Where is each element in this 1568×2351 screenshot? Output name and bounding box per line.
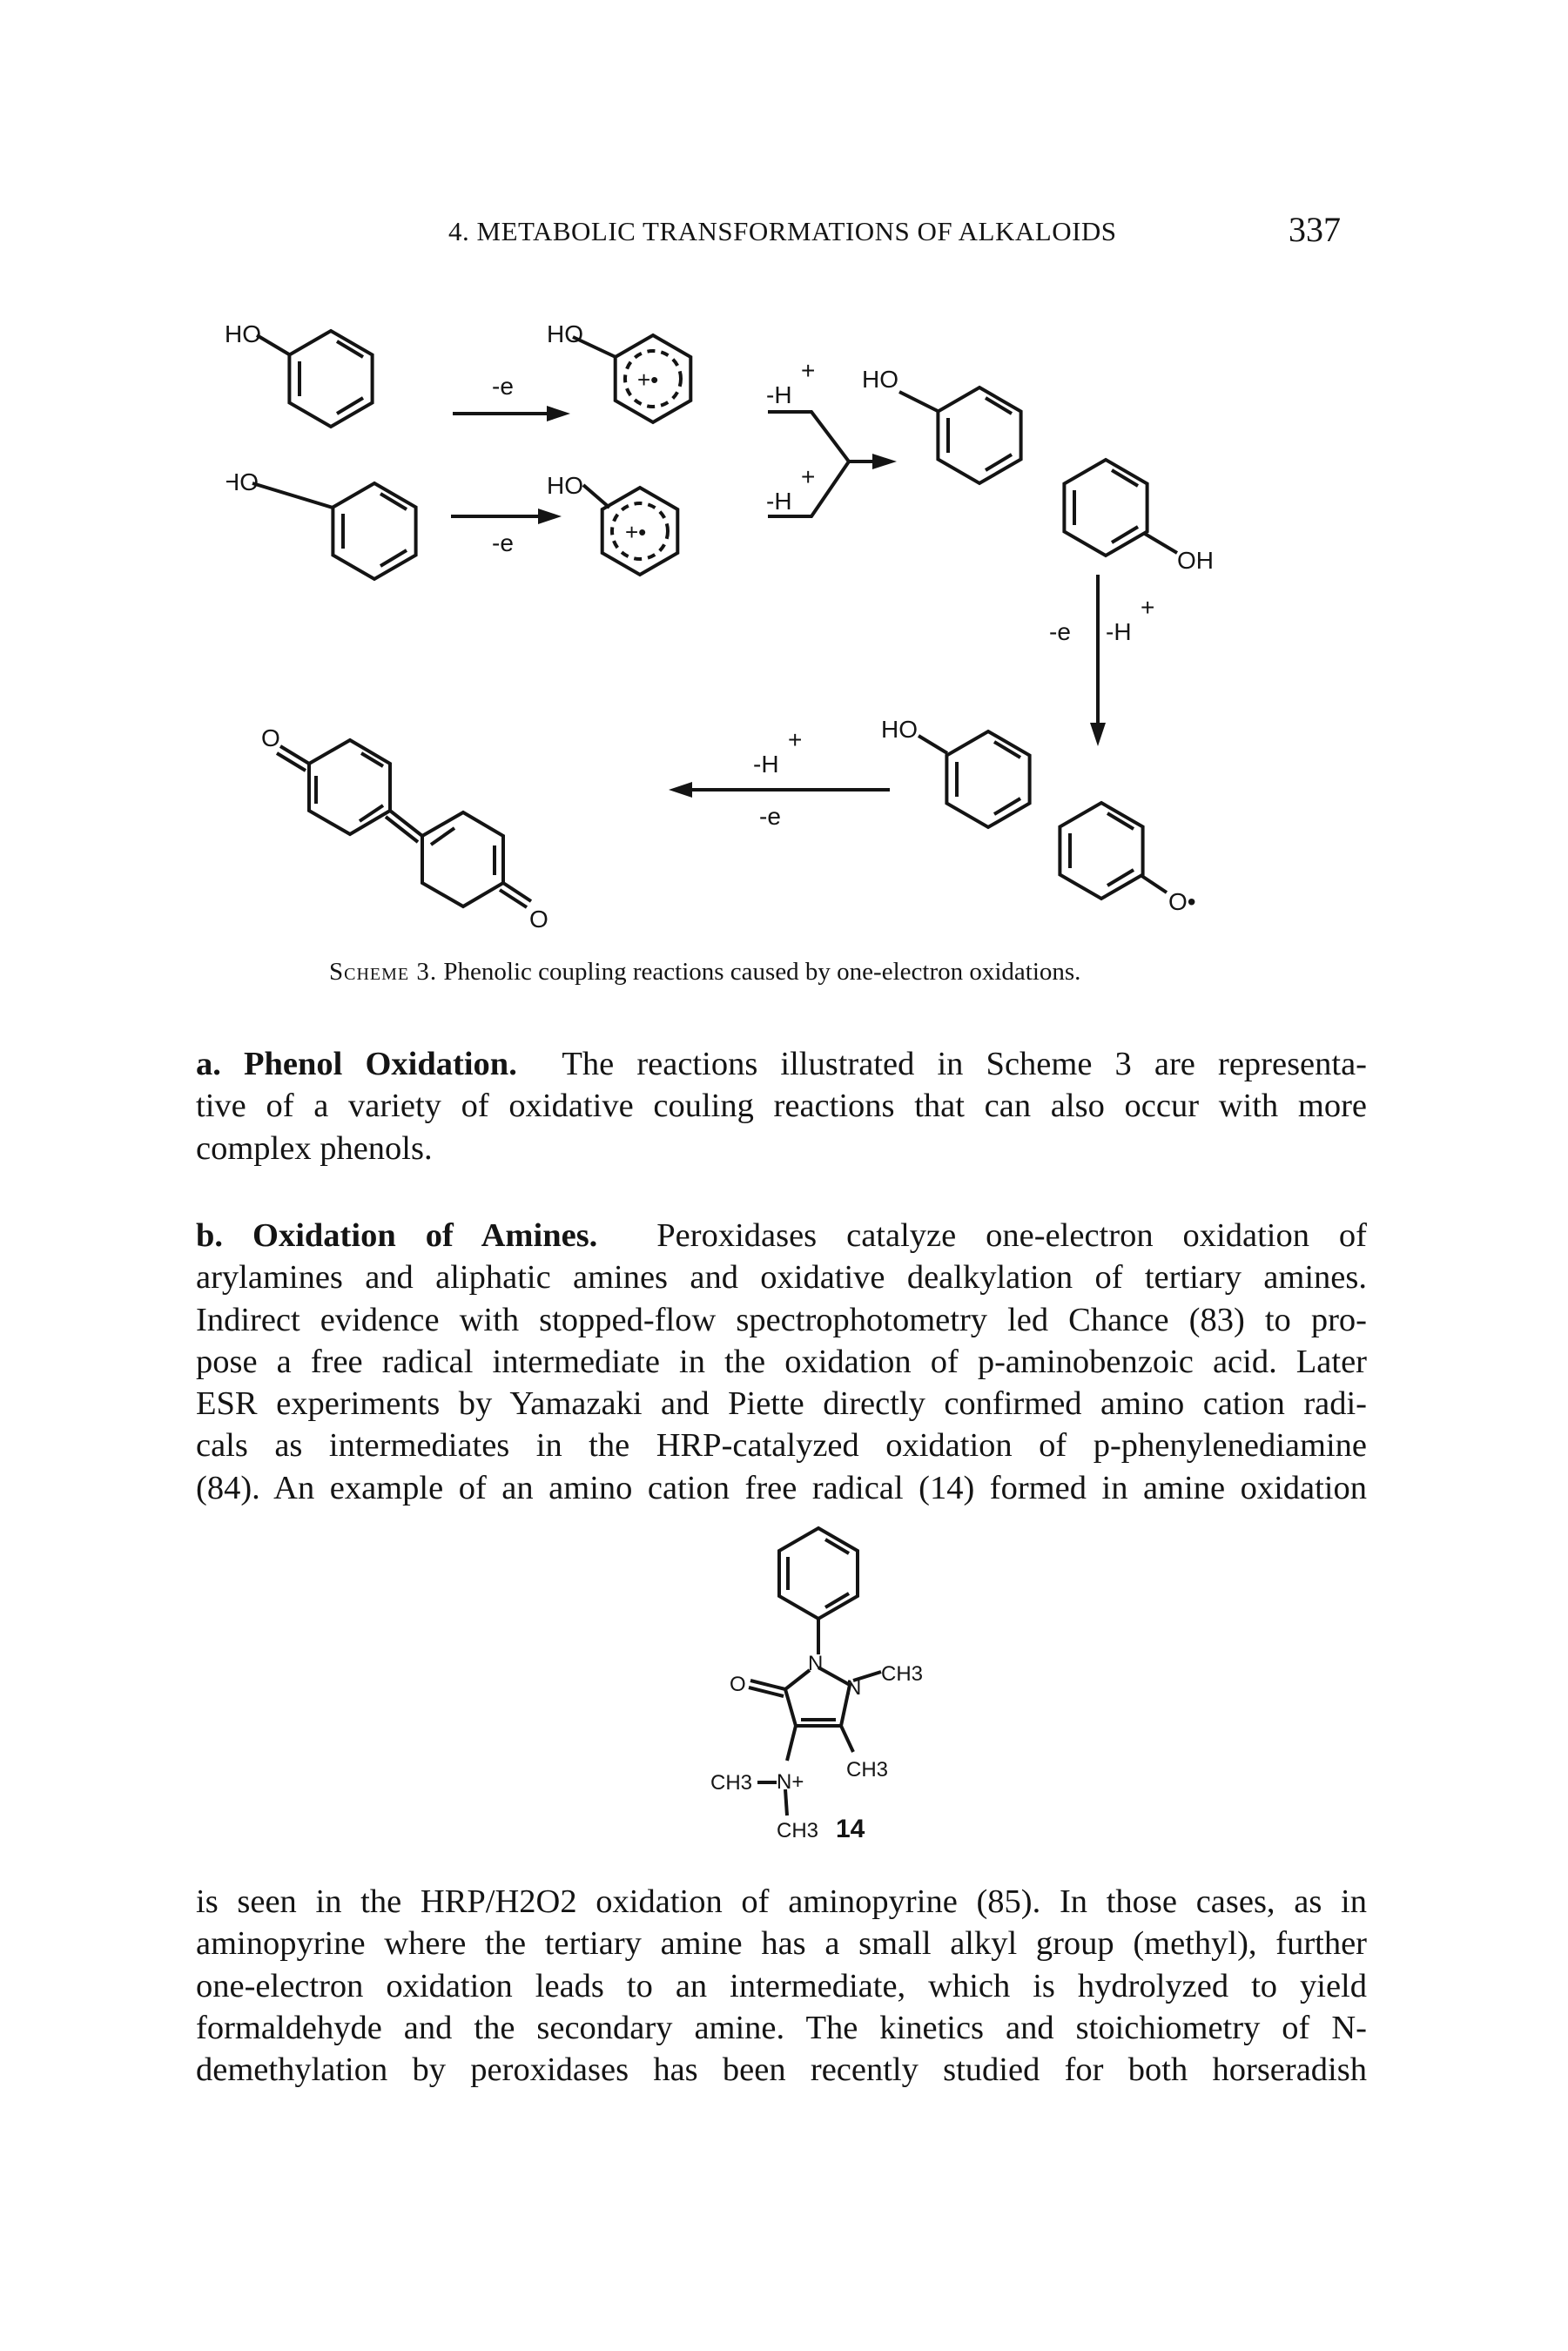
text-line: cals as intermediates in the HRP-catalyz… xyxy=(196,1427,1367,1465)
label-o: O xyxy=(261,724,280,751)
label-o: O xyxy=(730,1673,746,1696)
label-minus-h: -H xyxy=(1106,618,1132,645)
section-heading: a. Phenol Oxidation. xyxy=(196,1046,517,1082)
label-n: N xyxy=(846,1676,861,1700)
label-minus-e: -e xyxy=(492,529,514,556)
diphenoquinone xyxy=(275,738,533,909)
text-line: tive of a variety of oxidative couling r… xyxy=(196,1088,1367,1125)
text-line: (84). An example of an amino cation free… xyxy=(196,1469,1367,1506)
text-line: one-electron oxidation leads to an inter… xyxy=(196,1967,1367,2004)
label-o-radical: O• xyxy=(1168,888,1196,915)
page-number: 337 xyxy=(1289,210,1341,249)
label-radical-cation: +• xyxy=(625,519,646,545)
arrow-right xyxy=(451,509,562,524)
biphenol xyxy=(898,386,1179,557)
scheme-3-figure: HO -e HO +• HO -e HO + xyxy=(226,320,1214,933)
running-head: 4. METABOLIC TRANSFORMATIONS OF ALKALOID… xyxy=(448,216,1117,246)
label-oh: OH xyxy=(1177,547,1214,574)
compound-14-structure: O N N CH3 CH3 CH3 N+ CH3 14 xyxy=(710,1526,923,1843)
label-ch3: CH3 xyxy=(777,1819,818,1842)
label-plus: + xyxy=(788,726,802,753)
converging-arrow xyxy=(768,410,897,518)
text-line: formaldehyde and the secondary amine. Th… xyxy=(196,2009,1367,2046)
label-n: N xyxy=(808,1652,823,1675)
label-minus-h: -H xyxy=(766,488,792,515)
text-line: complex phenols. xyxy=(196,1129,433,1167)
pyrazolone-ring xyxy=(748,1666,882,1816)
label-minus-e: -e xyxy=(759,803,781,830)
label-ch3: CH3 xyxy=(710,1771,752,1795)
caption-text: Phenolic coupling reactions caused by on… xyxy=(443,958,1081,986)
compound-number: 14 xyxy=(836,1815,865,1843)
label-plus: + xyxy=(1141,594,1154,621)
phenyl-ring xyxy=(777,1526,859,1621)
text-line: Indirect evidence with stopped-flow spec… xyxy=(196,1301,1367,1338)
text-line: The reactions illustrated in Scheme 3 ar… xyxy=(562,1046,1367,1082)
label-ho: HO xyxy=(226,468,259,495)
label-ho: HO xyxy=(881,716,918,743)
label-minus-h: -H xyxy=(766,381,792,408)
text-line: is seen in the HRP/H2O2 oxidation of ami… xyxy=(196,1883,1367,1920)
label-minus-e: -e xyxy=(1049,618,1071,645)
scheme-caption: Scheme 3. Phenolic coupling reactions ca… xyxy=(329,958,1080,987)
label-ch3: CH3 xyxy=(846,1758,888,1782)
section-heading: b. Oxidation of Amines. xyxy=(196,1217,598,1254)
phenoxy-radical xyxy=(917,730,1168,900)
text-line: ESR experiments by Yamazaki and Piette d… xyxy=(196,1385,1367,1423)
text-line: pose a free radical intermediate in the … xyxy=(196,1343,1367,1380)
label-o: O xyxy=(529,906,548,933)
label-ho: HO xyxy=(862,366,898,393)
section-continued: is seen in the HRP/H2O2 oxidation of ami… xyxy=(196,1881,1367,2091)
section-phenol-oxidation: a. Phenol Oxidation. The reactions illus… xyxy=(196,1043,1367,1169)
arrow-right xyxy=(453,406,570,421)
label-ch3: CH3 xyxy=(881,1662,923,1686)
label-minus-h: -H xyxy=(753,751,779,778)
phenol-ring xyxy=(255,329,374,428)
text-line: aminopyrine where the tertiary amine has… xyxy=(196,1925,1367,1963)
radical-cation-ring xyxy=(582,483,680,576)
section-oxidation-of-amines: b. Oxidation of Amines. Peroxidases cata… xyxy=(196,1215,1367,1509)
phenol-ring xyxy=(252,482,418,581)
label-plus: + xyxy=(801,357,815,384)
label-radical-cation: +• xyxy=(637,367,658,393)
label-n-plus: N+ xyxy=(777,1770,804,1794)
text-line: arylamines and aliphatic amines and oxid… xyxy=(196,1259,1367,1297)
arrow-down xyxy=(1090,575,1106,746)
text-line: demethylation by peroxidases has been re… xyxy=(196,2051,1367,2089)
label-ho: HO xyxy=(547,320,583,347)
label-minus-e: -e xyxy=(492,373,514,400)
label-plus: + xyxy=(801,463,815,490)
arrow-left xyxy=(669,782,890,798)
label-ho: HO xyxy=(547,472,583,499)
radical-cation-ring xyxy=(572,333,693,424)
text-line: Peroxidases catalyze one-electron oxidat… xyxy=(656,1217,1367,1254)
label-ho: HO xyxy=(226,320,261,347)
caption-label: Scheme 3. xyxy=(329,958,438,986)
